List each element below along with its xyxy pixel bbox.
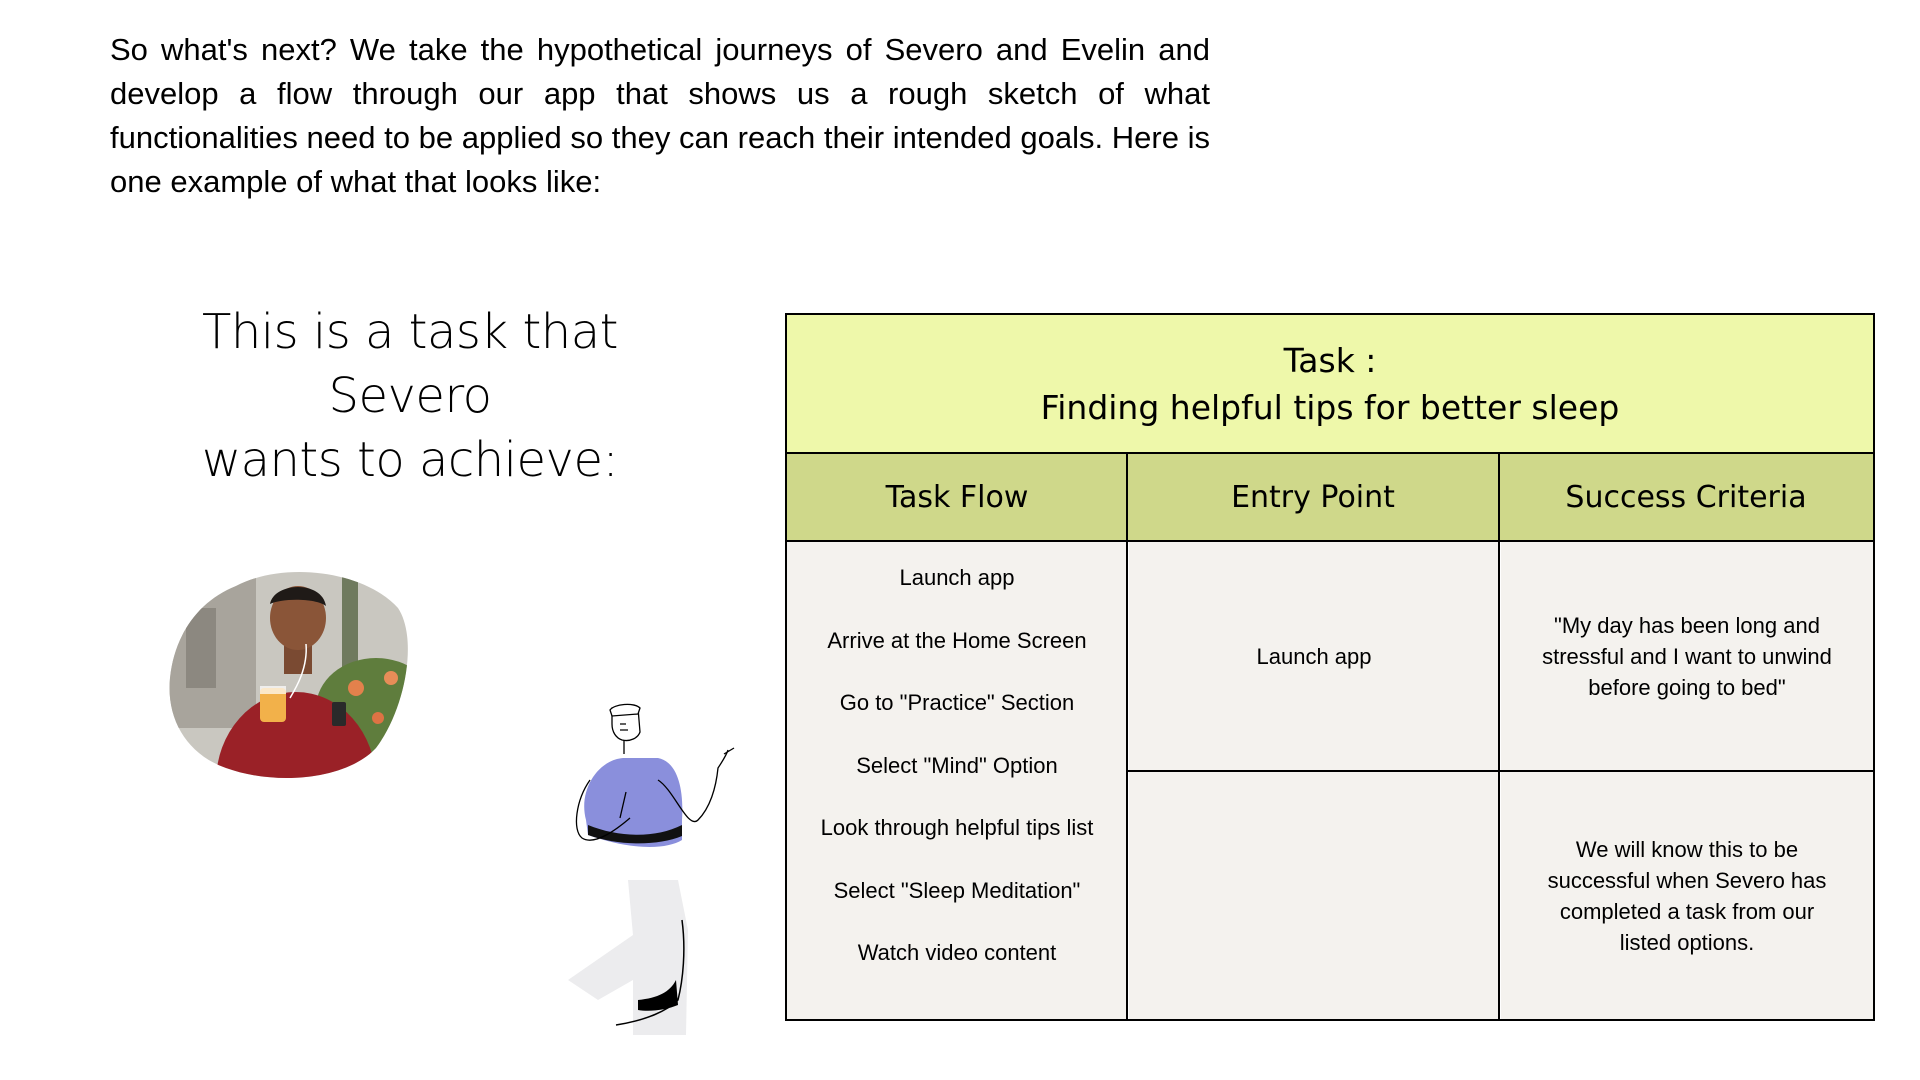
task-header: Task : Finding helpful tips for better s…: [787, 315, 1873, 454]
list-item: Watch video content: [857, 940, 1057, 965]
success-criteria-top-cell: "My day has been long and stressful and …: [1501, 542, 1873, 770]
headline-line-2: wants to achieve:: [201, 432, 619, 488]
list-item: Launch app: [899, 565, 1015, 590]
persona-photo: [169, 572, 408, 779]
walking-figure-illustration: [568, 703, 735, 1035]
task-title: Finding helpful tips for better sleep: [1040, 387, 1620, 427]
task-label: Task :: [1283, 340, 1377, 380]
list-item: Look through helpful tips list: [820, 815, 1094, 840]
list-item: Select "Sleep Meditation": [833, 877, 1081, 903]
entry-point-top-cell: Launch app: [1129, 542, 1499, 770]
column-header-task-flow: Task Flow: [787, 454, 1127, 542]
task-table: Task : Finding helpful tips for better s…: [785, 313, 1875, 1021]
entry-point-bottom-cell: [1129, 772, 1499, 1019]
intro-paragraph: So what's next? We take the hypothetical…: [110, 32, 1210, 199]
task-headline: This is a task that Severo wants to achi…: [120, 300, 700, 492]
list-item: Select "Mind" Option: [856, 752, 1058, 778]
row-divider: [1126, 770, 1874, 772]
column-divider: [1126, 454, 1128, 1019]
column-header-entry-point: Entry Point: [1127, 454, 1499, 542]
column-header-success-criteria: Success Criteria: [1499, 454, 1873, 542]
task-flow-list: Launch app Arrive at the Home Screen Go …: [821, 547, 1094, 985]
list-item: Arrive at the Home Screen: [827, 627, 1087, 653]
headline-line-1: This is a task that Severo: [202, 304, 618, 424]
task-flow-cell: Launch app Arrive at the Home Screen Go …: [787, 542, 1127, 1019]
list-item: Go to "Practice" Section: [839, 690, 1075, 715]
column-divider: [1498, 454, 1500, 1019]
success-criteria-bottom-cell: We will know this to be successful when …: [1501, 772, 1873, 1019]
